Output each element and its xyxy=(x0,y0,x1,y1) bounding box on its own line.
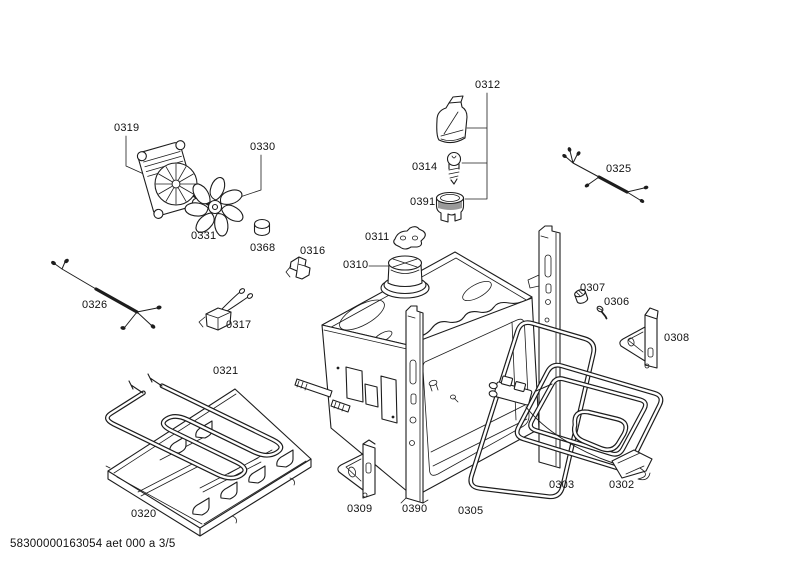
frame-rail-front xyxy=(400,305,429,504)
document-number: 58300000163054 aet 000 a 3/5 xyxy=(10,538,176,550)
bracket-0308 xyxy=(619,307,659,369)
wiring-harness-0326 xyxy=(51,258,162,330)
screw-0306 xyxy=(596,305,608,320)
part-label-0326: 0326 xyxy=(82,299,108,311)
part-label-0310: 0310 xyxy=(343,259,369,271)
lamp-glass xyxy=(435,191,465,223)
part-label-0319: 0319 xyxy=(114,122,140,134)
part-label-0368: 0368 xyxy=(250,242,276,254)
wiring-harness-0325 xyxy=(562,147,649,203)
heating-element-lower xyxy=(103,373,287,481)
part-label-0308: 0308 xyxy=(664,332,690,344)
lamp-bulb xyxy=(446,151,462,185)
part-label-0331: 0331 xyxy=(191,230,217,242)
part-label-0325: 0325 xyxy=(606,163,632,175)
part-label-0391: 0391 xyxy=(410,196,436,208)
part-label-0317: 0317 xyxy=(226,319,252,331)
part-label-0330: 0330 xyxy=(250,141,276,153)
cap-0368 xyxy=(253,218,271,237)
clip-0316 xyxy=(285,256,311,280)
part-label-0303: 0303 xyxy=(549,479,575,491)
switch-0317 xyxy=(198,288,254,331)
lamp-cover xyxy=(436,95,468,144)
leader-lines xyxy=(125,92,488,267)
part-label-0316: 0316 xyxy=(300,245,326,257)
clip-0302 xyxy=(611,449,653,481)
part-label-0321: 0321 xyxy=(213,365,239,377)
part-label-0307: 0307 xyxy=(580,282,606,294)
frame-rail-right xyxy=(527,225,561,469)
part-label-0311: 0311 xyxy=(365,231,390,243)
part-label-0309: 0309 xyxy=(347,503,373,515)
bracket-0309 xyxy=(337,439,376,499)
oven-cavity xyxy=(294,251,540,498)
terminal-block xyxy=(488,375,614,464)
part-label-0314: 0314 xyxy=(412,161,438,173)
part-label-0305: 0305 xyxy=(458,505,484,517)
part-label-0302: 0302 xyxy=(609,479,635,491)
grill-element-outer xyxy=(468,320,597,500)
part-label-0320: 0320 xyxy=(131,508,157,520)
fan-blade xyxy=(184,177,244,237)
part-label-0306: 0306 xyxy=(604,296,630,308)
clamp-0311 xyxy=(393,226,426,250)
part-label-0312: 0312 xyxy=(475,79,501,91)
part-label-0390: 0390 xyxy=(402,503,428,515)
vent-chimney xyxy=(380,255,430,299)
bushing-0307 xyxy=(574,289,589,304)
